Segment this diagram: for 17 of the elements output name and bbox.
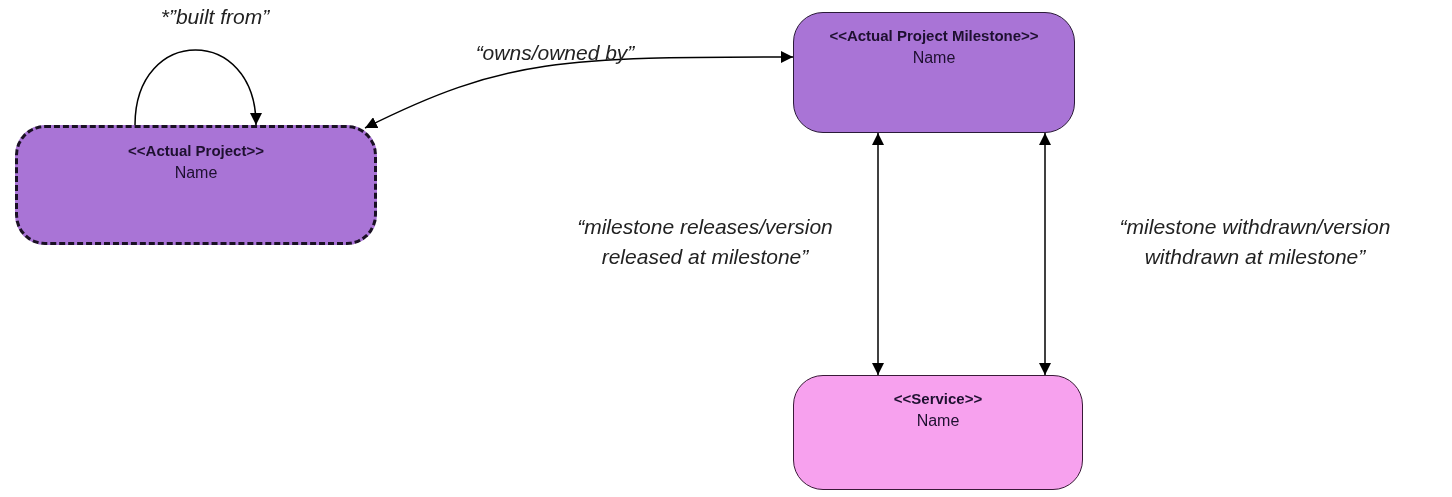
- edge-label: *”built from”: [159, 4, 271, 30]
- rounded-box: [15, 125, 377, 245]
- edge-label: “milestone withdrawn/version withdrawn at milestone”: [1118, 214, 1392, 270]
- edge-label: “owns/owned by”: [474, 40, 636, 66]
- stereotype-title: <<Actual Project Milestone>>: [829, 26, 1039, 46]
- node-name: Name: [916, 411, 960, 431]
- node-name: Name: [912, 48, 956, 68]
- arrow: [872, 132, 884, 376]
- arrow: [1039, 132, 1051, 376]
- stereotype-title: <<Service>>: [893, 389, 983, 409]
- node-name: Name: [174, 163, 218, 183]
- rounded-box: [793, 12, 1075, 133]
- edge-label: “milestone releases/version released at milestone”: [576, 214, 834, 270]
- rounded-box: [793, 375, 1083, 490]
- stereotype-title: <<Actual Project>>: [128, 141, 264, 161]
- arrow: [134, 49, 261, 126]
- arrow: [364, 51, 794, 129]
